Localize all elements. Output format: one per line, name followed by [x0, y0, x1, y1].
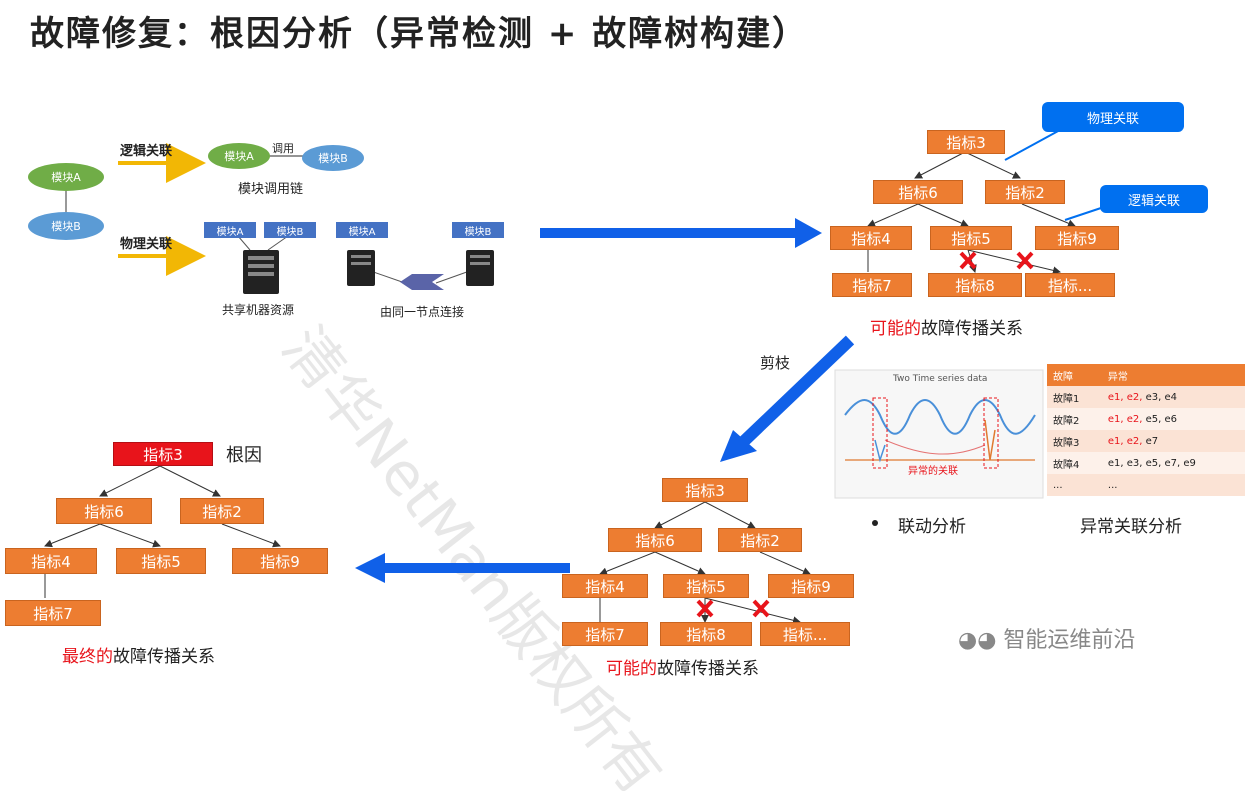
server-icon-3 — [466, 250, 494, 286]
prune-cross-top — [959, 251, 1034, 270]
bubble-logical: 逻辑关联 — [1100, 185, 1208, 213]
module-a-box-shared: 模块A — [204, 222, 256, 238]
tree-top-node: 指标2 — [985, 180, 1065, 204]
module-b-box-shared: 模块B — [264, 222, 316, 238]
blue-arrow-left — [355, 553, 570, 583]
module-b-ellipse: 模块B — [28, 212, 104, 240]
tree-mid-node: 指标9 — [768, 574, 854, 598]
call-chain-label: 模块调用链 — [238, 182, 304, 197]
tree-top-node: 指标3 — [927, 130, 1005, 154]
anomaly-table-header: 故障 — [1047, 364, 1102, 386]
tree-mid-node: 指标6 — [608, 528, 702, 552]
table-row: 故障3 e1, e2, e7 — [1047, 430, 1245, 452]
table-row: 故障2 e1, e2, e5, e6 — [1047, 408, 1245, 430]
linkage-label: 联动分析 — [898, 517, 966, 537]
wechat-icon: ◕◕ — [958, 628, 997, 653]
anomaly-table-header: 异常 — [1101, 364, 1245, 386]
tree-mid-node: 指标4 — [562, 574, 648, 598]
tree-mid-caption: 可能的故障传播关系 — [606, 659, 759, 679]
diagram-lines — [44, 129, 1111, 625]
module-a-box-node: 模块A — [336, 222, 388, 238]
tree-mid-node: 指标2 — [718, 528, 802, 552]
shared-label: 共享机器资源 — [222, 303, 295, 317]
anomaly-table: 故障 异常 故障1 e1, e2, e3, e4 故障2 e1, e2, e5,… — [1047, 364, 1245, 496]
node-conn-label: 由同一节点连接 — [380, 305, 465, 319]
tree-top-caption: 可能的故障传播关系 — [870, 319, 1023, 339]
root-cause-node: 指标3 — [113, 442, 213, 466]
table-row: ... ... — [1047, 474, 1245, 496]
tree-final-node: 指标7 — [5, 600, 101, 626]
time-series-chart — [834, 369, 1044, 499]
tree-top-node: 指标4 — [830, 226, 912, 250]
ts-chart-title: Two Time series data — [893, 374, 988, 384]
blue-arrow-diagonal — [720, 335, 855, 462]
prune-cross-mid — [696, 599, 770, 618]
tree-final-node: 指标9 — [232, 548, 328, 574]
tree-mid-node: 指标8 — [660, 622, 752, 646]
tree-top-node: 指标5 — [930, 226, 1012, 250]
pruning-label: 剪枝 — [760, 354, 791, 372]
module-b-ellipse-call: 模块B — [302, 145, 364, 171]
tree-mid-edges — [599, 501, 811, 625]
table-row: 故障4 e1, e3, e5, e7, e9 — [1047, 452, 1245, 474]
tree-top-node: 指标7 — [832, 273, 912, 297]
physical-label: 物理关联 — [120, 237, 173, 252]
tree-top-node: 指标8 — [928, 273, 1022, 297]
server-icon-1 — [243, 250, 279, 294]
tree-top-node: 指标... — [1025, 273, 1115, 297]
module-b-box-node: 模块B — [452, 222, 504, 238]
switch-icon — [400, 274, 444, 290]
table-row: 故障1 e1, e2, e3, e4 — [1047, 386, 1245, 408]
anomaly-label: 异常关联分析 — [1080, 517, 1182, 537]
tree-top-node: 指标9 — [1035, 226, 1119, 250]
ts-chart-annotation: 异常的关联 — [908, 466, 958, 477]
tree-final-node: 指标4 — [5, 548, 97, 574]
tree-final-node: 指标6 — [56, 498, 152, 524]
call-label: 调用 — [272, 142, 294, 155]
tree-mid-node: 指标7 — [562, 622, 648, 646]
footer-brand: ◕◕ 智能运维前沿 — [958, 628, 1136, 653]
module-a-ellipse: 模块A — [28, 163, 104, 191]
page-title: 故障修复：根因分析（异常检测 + 故障树构建） — [30, 14, 809, 54]
tree-final-node: 指标2 — [180, 498, 264, 524]
tree-mid-node: 指标5 — [663, 574, 749, 598]
tree-final-caption: 最终的故障传播关系 — [62, 647, 215, 667]
server-icon-2 — [347, 250, 375, 286]
tree-top-node: 指标6 — [873, 180, 963, 204]
tree-mid-node: 指标3 — [662, 478, 748, 502]
blue-arrow-right — [540, 218, 822, 248]
tree-final-node: 指标5 — [116, 548, 206, 574]
root-cause-label: 根因 — [226, 445, 262, 466]
tree-top-edges — [867, 151, 1076, 275]
tree-mid-node: 指标... — [760, 622, 850, 646]
module-a-ellipse-call: 模块A — [208, 143, 270, 169]
tree-final-edges — [44, 465, 281, 598]
bubble-physical: 物理关联 — [1042, 102, 1184, 132]
logic-label: 逻辑关联 — [120, 144, 173, 159]
